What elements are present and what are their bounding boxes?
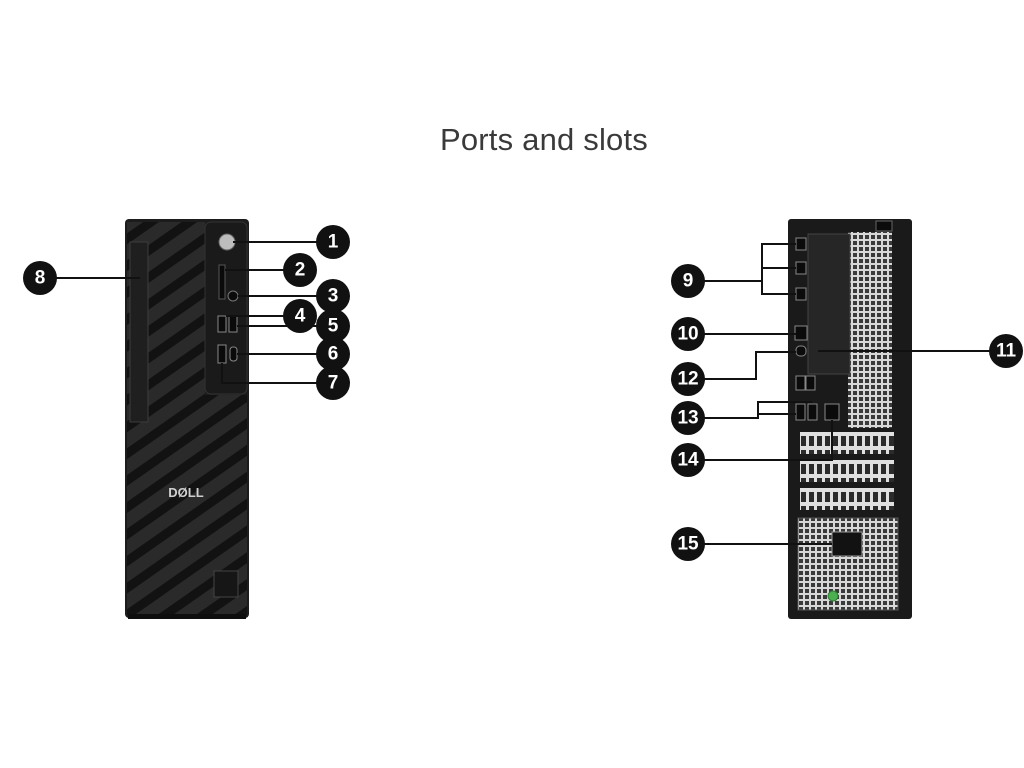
callout-15: 15 <box>671 527 705 561</box>
ethernet-port <box>824 403 840 421</box>
callout-3: 3 <box>316 279 350 313</box>
page-title: Ports and slots <box>439 122 649 157</box>
callout-13-label: 13 <box>677 408 698 429</box>
leader-13a <box>688 401 812 419</box>
callout-1: 1 <box>316 225 350 259</box>
callout-13: 13 <box>671 401 705 435</box>
leader-7 <box>221 363 334 384</box>
front-foot <box>128 614 246 619</box>
front-usb-port-a <box>217 315 227 333</box>
callout-7: 7 <box>316 366 350 400</box>
callout-6: 6 <box>316 337 350 371</box>
rear-vent-upper <box>848 232 892 428</box>
rear-port-10 <box>794 325 808 341</box>
power-connector <box>831 531 863 557</box>
callout-7-label: 7 <box>328 373 339 394</box>
callout-1-label: 1 <box>328 232 339 253</box>
optical-drive-slot <box>129 241 149 423</box>
rear-usb-port-d <box>807 403 818 421</box>
front-usbc-port <box>229 346 238 362</box>
callout-4: 4 <box>283 299 317 333</box>
callout-8-label: 8 <box>35 268 46 289</box>
front-usb-port-c <box>217 344 227 364</box>
audio-jack <box>227 290 239 302</box>
callout-8: 8 <box>23 261 57 295</box>
displayport-1 <box>795 237 807 251</box>
leader-14 <box>688 420 833 461</box>
leader-9c <box>761 281 796 295</box>
callout-14: 14 <box>671 443 705 477</box>
callout-2: 2 <box>283 253 317 287</box>
callout-3-label: 3 <box>328 286 339 307</box>
callout-12: 12 <box>671 362 705 396</box>
rear-chassis <box>788 219 912 619</box>
callout-4-label: 4 <box>295 306 306 327</box>
callout-10-label: 10 <box>677 324 698 345</box>
callout-5-label: 5 <box>328 316 339 337</box>
expansion-slot-3 <box>800 488 894 510</box>
expansion-slot-2 <box>800 460 894 482</box>
leader-9b <box>761 267 796 281</box>
leader-9a <box>688 243 796 282</box>
displayport-2 <box>795 261 807 275</box>
callout-15-label: 15 <box>677 534 699 555</box>
callout-9-label: 9 <box>683 271 694 292</box>
callout-2-label: 2 <box>295 260 306 281</box>
displayport-3 <box>795 287 807 301</box>
callout-6-label: 6 <box>328 344 339 365</box>
power-button <box>218 233 236 251</box>
callout-11-label: 11 <box>996 341 1017 362</box>
front-badge <box>213 570 239 598</box>
callout-12-label: 12 <box>677 369 698 390</box>
rear-usb-port-a <box>795 375 806 391</box>
dell-logo: DØLL <box>168 485 203 500</box>
callout-5: 5 <box>316 309 350 343</box>
callout-14-label: 14 <box>677 450 699 471</box>
rear-audio-jack <box>795 345 807 357</box>
sd-card-slot <box>218 264 226 300</box>
front-chassis: DØLL <box>125 219 249 619</box>
psu-led <box>827 590 839 602</box>
expansion-slot-1 <box>800 432 894 454</box>
front-usb-port-b <box>228 315 238 333</box>
callout-9: 9 <box>671 264 705 298</box>
rear-io-shield <box>807 233 851 375</box>
rear-lock-slot <box>875 220 893 232</box>
rear-usb-port-b <box>805 375 816 391</box>
rear-usb-port-c <box>795 403 806 421</box>
leader-12 <box>688 351 796 380</box>
callout-10: 10 <box>671 317 705 351</box>
callout-11: 11 <box>989 334 1023 368</box>
